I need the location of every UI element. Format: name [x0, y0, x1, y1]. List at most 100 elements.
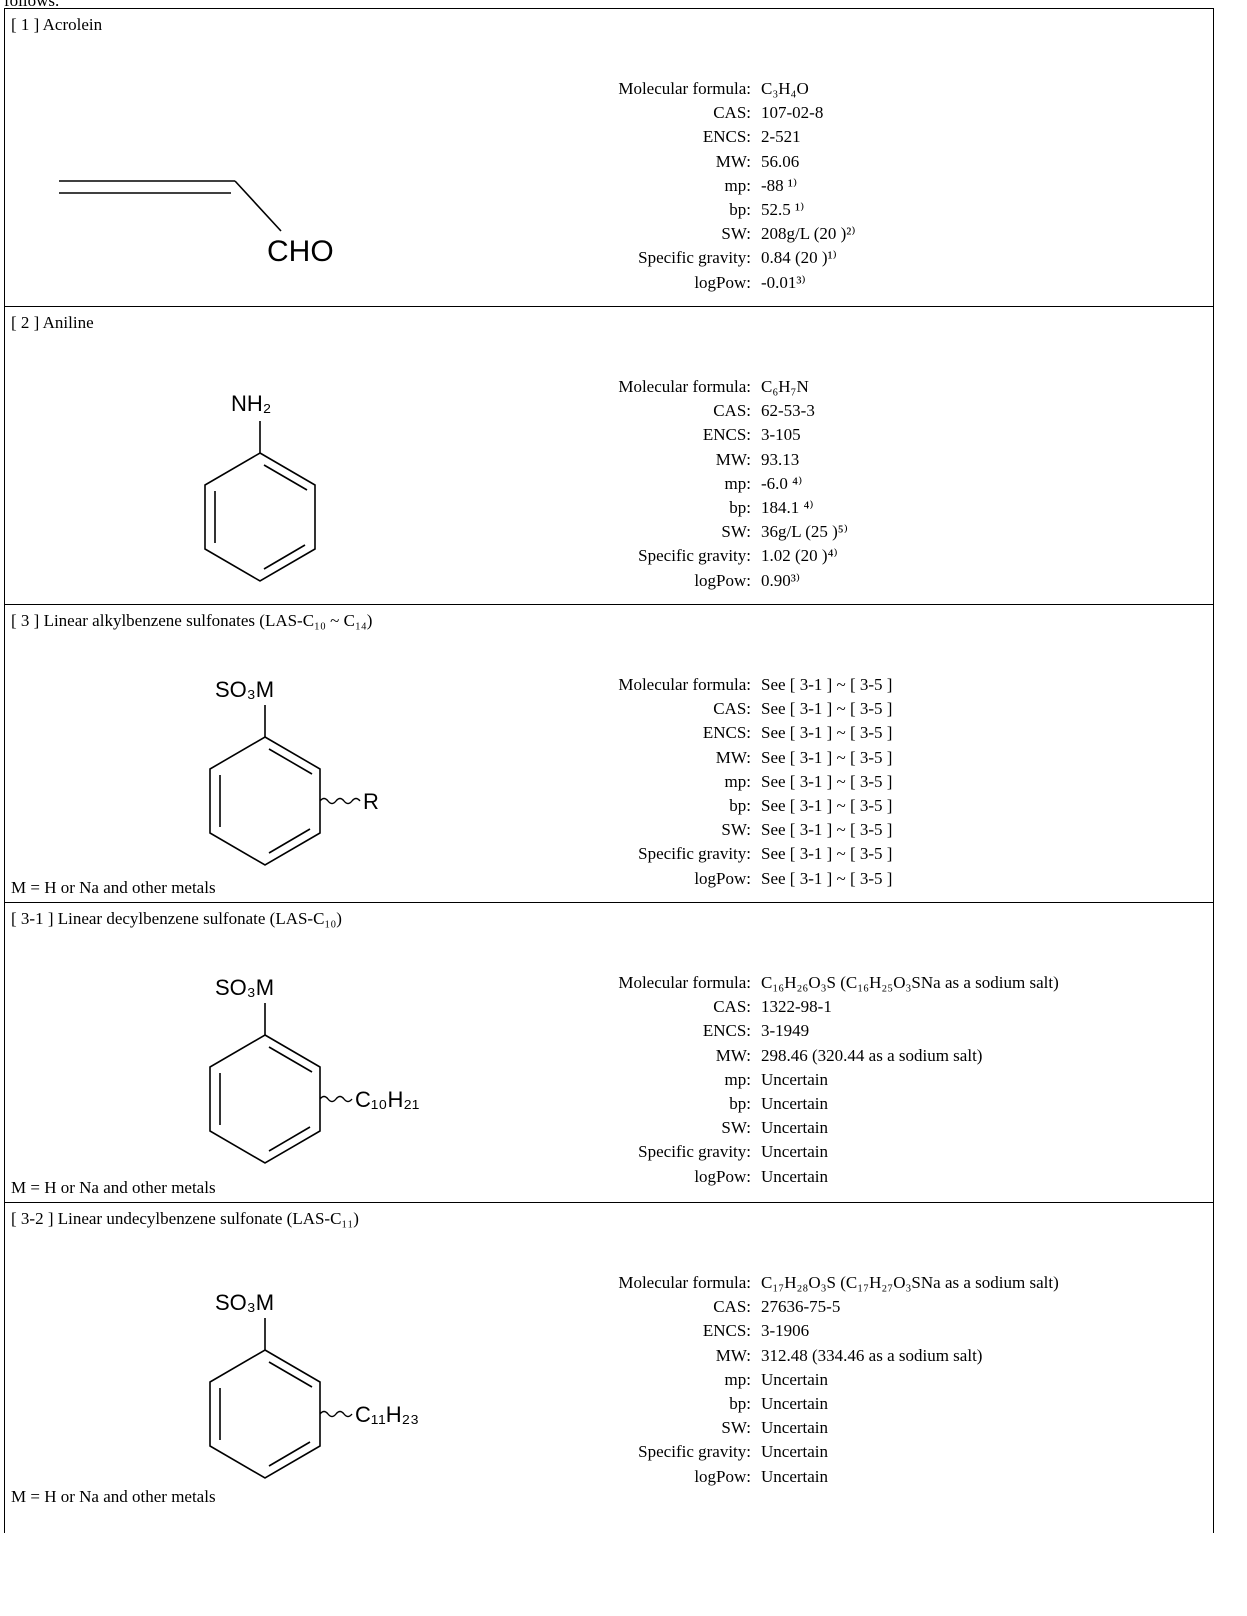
las-c10-structure: SO₃M C₁₀H₂₁ — [209, 975, 419, 1164]
value-logpow: Uncertain — [761, 1466, 829, 1486]
value-see-reference: See [ 3-1 ] ~ [ 3-5 ] — [761, 796, 893, 816]
label-cas: CAS: — [713, 1297, 751, 1317]
value-molecular-formula: C₁₇H₂₈O₃S (C₁₇H₂₇O₃SNa as a sodium salt) — [761, 1273, 1059, 1292]
entry-las-c10: [ 3-1 ] Linear decylbenzene sulfonate (L… — [5, 903, 1213, 1203]
label-mw: MW: — [715, 1045, 751, 1065]
value-molecular-formula: C₃H₄O — [761, 79, 809, 98]
label-molecular-formula: Molecular formula: — [618, 1273, 751, 1292]
label-mw: MW: — [715, 449, 751, 469]
label-sw: SW: — [721, 224, 751, 244]
label-encs: ENCS: — [702, 723, 751, 743]
value-mw: 93.13 — [761, 449, 800, 469]
value-cas: 62-53-3 — [761, 401, 815, 421]
value-see-reference: See [ 3-1 ] ~ [ 3-5 ] — [761, 699, 893, 719]
label-logpow: logPow: — [694, 1166, 751, 1186]
label-bp: bp: — [729, 796, 751, 816]
entry-las: [ 3 ] Linear alkylbenzene sulfonates (LA… — [5, 605, 1213, 903]
entry-title: [ 2 ] Aniline — [11, 313, 94, 332]
value-encs: 3-105 — [761, 425, 801, 445]
label-sw: SW: — [721, 1418, 751, 1438]
value-mw: 56.06 — [761, 151, 800, 171]
label-mw: MW: — [715, 747, 751, 767]
value-logpow: -0.01³⁾ — [761, 272, 806, 292]
label-logpow: logPow: — [694, 570, 751, 590]
label-specific-gravity: Specific gravity: — [638, 248, 751, 268]
label-logpow: logPow: — [694, 868, 751, 888]
value-mw: 298.46 (320.44 as a sodium salt) — [761, 1045, 983, 1065]
value-mw: 312.48 (334.46 as a sodium salt) — [761, 1345, 983, 1365]
label-encs: ENCS: — [702, 425, 751, 445]
label-mp: mp: — [724, 473, 751, 493]
properties-list: Molecular formula: C₁₇H₂₈O₃S (C₁₇H₂₇O₃SNa… — [545, 1271, 1059, 1489]
value-see-reference: See [ 3-1 ] ~ [ 3-5 ] — [761, 747, 893, 767]
label-logpow: logPow: — [694, 272, 751, 292]
substance-table: [ 1 ] Acrolein CHO Molecular formula: C₃H… — [4, 8, 1214, 1533]
label-cas: CAS: — [713, 103, 751, 123]
value-specific-gravity: 1.02 (20 )⁴⁾ — [761, 546, 838, 566]
value-encs: 3-1949 — [761, 1021, 810, 1041]
label-mp: mp: — [724, 175, 751, 195]
label-mp: mp: — [724, 1369, 751, 1389]
value-molecular-formula: C₁₆H₂₆O₃S (C₁₆H₂₅O₃SNa as a sodium salt) — [761, 973, 1059, 992]
substituent-label: C₁₀H₂₁ — [355, 1087, 419, 1112]
sulfonate-label: SO₃M — [215, 1290, 274, 1315]
intro-text: follows. — [4, 0, 60, 10]
label-bp: bp: — [729, 498, 751, 518]
label-bp: bp: — [729, 200, 751, 220]
label-molecular-formula: Molecular formula: — [618, 79, 751, 98]
label-cas: CAS: — [713, 997, 751, 1017]
value-bp: 52.5 ¹⁾ — [761, 200, 805, 220]
aniline-structure: NH₂ — [204, 391, 316, 582]
value-mp: -88 ¹⁾ — [761, 175, 798, 195]
las-structure: SO₃M R — [209, 677, 379, 866]
label-sw: SW: — [721, 522, 751, 542]
label-mw: MW: — [715, 151, 751, 171]
properties-list: Molecular formula: C₃H₄O CAS: 107-02-8 ENC… — [545, 77, 855, 295]
entry-acrolein: [ 1 ] Acrolein CHO Molecular formula: C₃H… — [5, 9, 1213, 307]
label-mw: MW: — [715, 1345, 751, 1365]
metal-note: M = H or Na and other metals — [11, 1178, 216, 1197]
value-cas: 107-02-8 — [761, 103, 824, 123]
label-bp: bp: — [729, 1094, 751, 1114]
value-bp: Uncertain — [761, 1394, 829, 1414]
label-encs: ENCS: — [702, 1321, 751, 1341]
label-mp: mp: — [724, 771, 751, 791]
label-mp: mp: — [724, 1069, 751, 1089]
label-cas: CAS: — [713, 401, 751, 421]
value-see-reference: See [ 3-1 ] ~ [ 3-5 ] — [761, 868, 893, 888]
entry-title: [ 1 ] Acrolein — [11, 15, 103, 34]
acrolein-cho-label: CHO — [267, 235, 334, 268]
value-encs: 3-1906 — [761, 1321, 810, 1341]
value-specific-gravity: 0.84 (20 )¹⁾ — [761, 248, 837, 268]
entry-title: [ 3 ] Linear alkylbenzene sulfonates (LA… — [11, 611, 373, 630]
sulfonate-label: SO₃M — [215, 677, 274, 702]
value-specific-gravity: Uncertain — [761, 1142, 829, 1162]
metal-note: M = H or Na and other metals — [11, 1487, 216, 1506]
value-encs: 2-521 — [761, 127, 801, 147]
value-mp: Uncertain — [761, 1069, 829, 1089]
value-see-reference: See [ 3-1 ] ~ [ 3-5 ] — [761, 771, 893, 791]
label-bp: bp: — [729, 1394, 751, 1414]
label-specific-gravity: Specific gravity: — [638, 1142, 751, 1162]
label-molecular-formula: Molecular formula: — [618, 973, 751, 992]
value-cas: 27636-75-5 — [761, 1297, 841, 1317]
value-mp: Uncertain — [761, 1369, 829, 1389]
value-bp: 184.1 ⁴⁾ — [761, 498, 814, 518]
label-molecular-formula: Molecular formula: — [618, 675, 751, 694]
value-cas: 1322-98-1 — [761, 997, 832, 1017]
value-sw: Uncertain — [761, 1418, 829, 1438]
las-c11-structure: SO₃M C₁₁H₂₃ — [209, 1290, 419, 1479]
acrolein-structure: CHO — [59, 180, 334, 268]
value-see-reference: See [ 3-1 ] ~ [ 3-5 ] — [761, 820, 893, 840]
value-sw: 36g/L (25 )⁵⁾ — [761, 522, 848, 542]
entry-las-c11: [ 3-2 ] Linear undecylbenzene sulfonate … — [5, 1203, 1213, 1533]
value-see-reference: See [ 3-1 ] ~ [ 3-5 ] — [761, 675, 893, 694]
label-cas: CAS: — [713, 699, 751, 719]
entry-title: [ 3-1 ] Linear decylbenzene sulfonate (L… — [11, 909, 342, 928]
label-specific-gravity: Specific gravity: — [638, 546, 751, 566]
substituent-label: C₁₁H₂₃ — [355, 1402, 419, 1427]
label-encs: ENCS: — [702, 127, 751, 147]
label-sw: SW: — [721, 820, 751, 840]
properties-list: Molecular formula:C₆H₇N CAS:62-53-3 ENCS… — [545, 375, 848, 593]
label-sw: SW: — [721, 1118, 751, 1138]
